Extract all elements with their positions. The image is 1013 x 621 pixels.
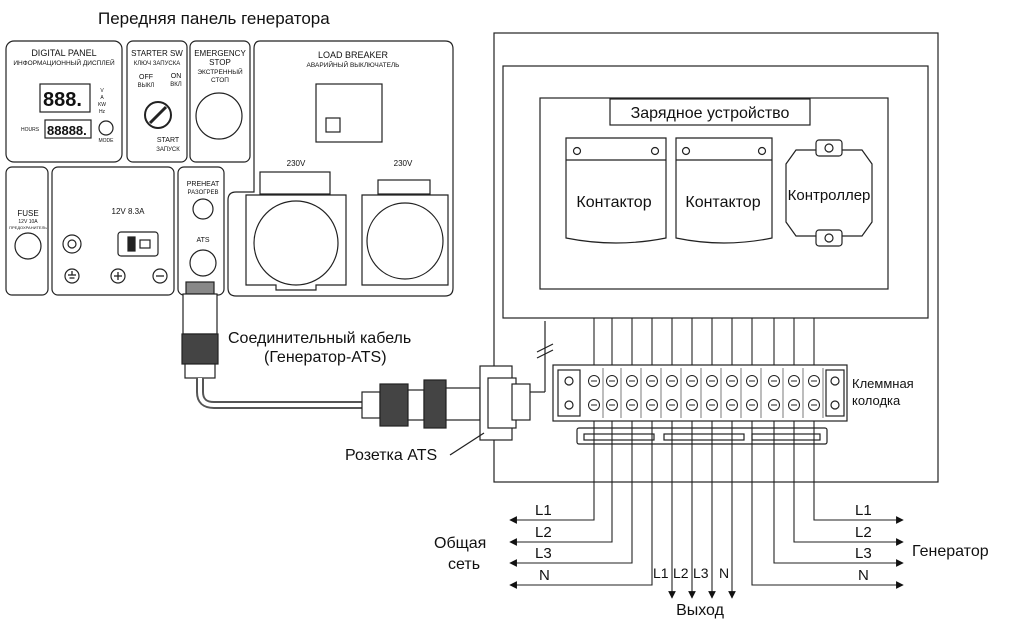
digital-panel xyxy=(5,40,123,163)
socket-right-voltage: 230V xyxy=(394,159,413,168)
cable-label-line2: (Генератор-ATS) xyxy=(264,349,387,366)
dc-output-panel xyxy=(51,166,175,296)
connection-cable xyxy=(181,281,481,429)
gen-l3-label: L3 xyxy=(855,545,872,562)
indicator-a: A xyxy=(100,95,104,101)
terminal-label-line2: колодка xyxy=(852,393,901,408)
gen-n-label: N xyxy=(858,567,869,584)
load-breaker-label: LOAD BREAKER xyxy=(318,50,389,60)
digital-panel-label: DIGITAL PANEL xyxy=(31,48,96,58)
load-breaker-label-ru: АВАРИЙНЫЙ ВЫКЛЮЧАТЕЛЬ xyxy=(307,60,400,69)
generator-label: Генератор xyxy=(912,543,989,560)
mains-l3-label: L3 xyxy=(535,545,552,562)
ats-port-label: ATS xyxy=(196,237,209,244)
socket-left xyxy=(245,194,347,291)
out-l2-label: L2 xyxy=(673,565,689,581)
contactor-2 xyxy=(675,137,773,244)
starter-sw-label-ru: КЛЮЧ ЗАПУСКА xyxy=(134,61,180,67)
load-breaker-panel xyxy=(227,40,454,297)
mains-n-label: N xyxy=(539,567,550,584)
fuse-panel xyxy=(5,166,49,296)
contactor-1-label: Контактор xyxy=(576,194,651,211)
gen-l2-label: L2 xyxy=(855,524,872,541)
starter-key xyxy=(144,101,172,129)
controller-label: Контроллер xyxy=(788,187,871,204)
out-l3-label: L3 xyxy=(693,565,709,581)
indicator-kw: KW xyxy=(98,102,106,108)
fuse-label-ru: ПРЕДОХРАНИТЕЛЬ xyxy=(9,225,47,230)
dc-output-label: 12V 8.3A xyxy=(112,207,146,216)
start-label: START xyxy=(157,137,180,144)
output-wiring xyxy=(668,421,736,599)
controller xyxy=(785,139,873,247)
generator-wiring xyxy=(751,421,904,589)
output-label: Выход xyxy=(676,602,725,619)
display-bottom-digits: 88888. xyxy=(47,123,87,138)
diagram-title: Передняя панель генератора xyxy=(98,9,330,28)
emergency-label: EMERGENCY xyxy=(194,49,246,58)
starter-switch-panel xyxy=(126,40,188,163)
fuse-label: FUSE xyxy=(17,209,38,218)
display-bottom xyxy=(44,119,92,139)
preheat-button xyxy=(192,198,214,220)
preheat-label-ru: РАЗОГРЕВ xyxy=(187,190,218,196)
ats-cabinet xyxy=(479,32,939,483)
display-top-digits: 888. xyxy=(43,89,82,111)
charger-box xyxy=(609,98,811,126)
emergency-label-ru: ЭКСТРЕННЫЙ xyxy=(197,67,243,76)
dc-socket xyxy=(117,231,159,257)
mode-label: MODE xyxy=(99,138,115,144)
load-breaker xyxy=(315,83,383,143)
terminal-screws xyxy=(588,368,824,418)
contactor-2-label: Контактор xyxy=(685,194,760,211)
on-label: ON xyxy=(171,73,182,80)
emergency-stop-button xyxy=(195,92,243,140)
preheat-label: PREHEAT xyxy=(187,181,220,188)
on-label-ru: ВКЛ xyxy=(170,82,181,88)
indicator-hz: Hz xyxy=(99,109,106,115)
internal-wiring xyxy=(593,318,815,365)
gen-l1-label: L1 xyxy=(855,502,872,519)
start-label-ru: ЗАПУСК xyxy=(156,147,180,153)
out-l1-label: L1 xyxy=(653,565,669,581)
charger-label: Зарядное устройство xyxy=(631,105,790,122)
out-n-label: N xyxy=(719,565,729,581)
fuse xyxy=(14,232,42,260)
digital-panel-label-ru: ИНФОРМАЦИОННЫЙ ДИСПЛЕЙ xyxy=(13,58,115,67)
contactor-1 xyxy=(565,137,667,244)
mains-label-line1: Общая xyxy=(434,535,486,552)
mains-l2-label: L2 xyxy=(535,524,552,541)
hours-label: HOURS xyxy=(21,127,40,133)
stop-label: STOP xyxy=(209,58,231,67)
socket-label: Розетка ATS xyxy=(345,447,437,464)
fuse-rating: 12V 10A xyxy=(18,219,38,225)
ats-port xyxy=(189,249,217,277)
terminal-label-line1: Клеммная xyxy=(852,376,914,391)
display-top xyxy=(39,83,91,113)
off-label: OFF xyxy=(139,74,153,81)
terminal-block xyxy=(552,364,848,445)
off-label-ru: ВЫКЛ xyxy=(138,83,155,89)
starter-sw-label: STARTER SW xyxy=(131,49,183,58)
mains-wiring xyxy=(509,421,653,589)
mains-l1-label: L1 xyxy=(535,502,552,519)
dc-terminal-symbols xyxy=(68,271,164,280)
mains-label-line2: сеть xyxy=(448,556,480,573)
mode-button xyxy=(98,120,114,136)
stop-label-ru: СТОП xyxy=(211,77,229,84)
generator-front-panel xyxy=(5,40,454,297)
indicator-v: V xyxy=(100,88,104,94)
socket-left-voltage: 230V xyxy=(287,159,306,168)
cable-label-line1: Соединительный кабель xyxy=(228,330,411,347)
socket-right xyxy=(361,194,449,286)
emergency-stop-panel xyxy=(189,40,251,163)
